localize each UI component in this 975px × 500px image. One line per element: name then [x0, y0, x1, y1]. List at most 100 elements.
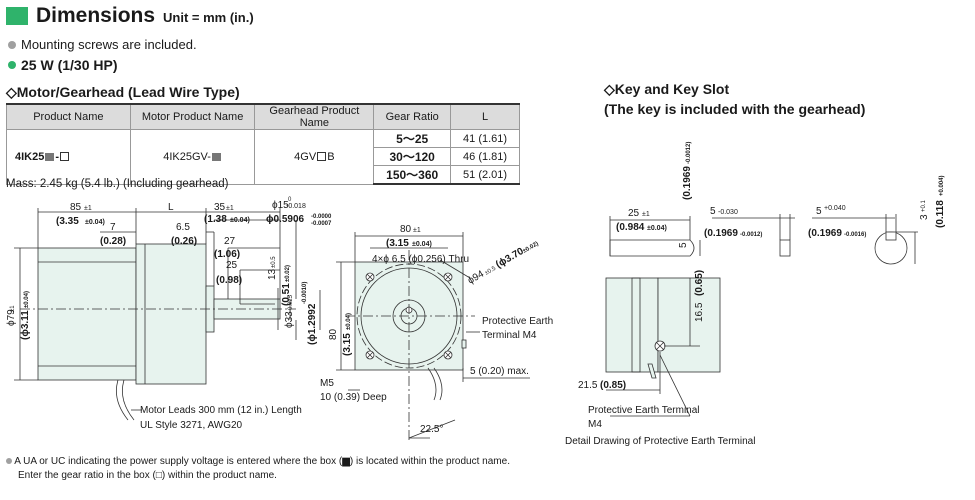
bullet-icon [8, 61, 16, 69]
table-row: 30～120 46 (1.81) [7, 147, 520, 166]
key-part [609, 239, 695, 257]
svg-text:M4: M4 [588, 419, 602, 430]
dim-85: 85 [70, 202, 82, 213]
svg-text:Terminal M4: Terminal M4 [482, 330, 537, 341]
dim-7: 7 [110, 222, 116, 233]
svg-text:-0.018: -0.018 [286, 203, 306, 210]
page-title: Dimensions [36, 4, 156, 27]
dim-phi15: ϕ15 [272, 200, 289, 211]
voltage-box-icon [211, 152, 221, 161]
svg-text:-0.0007: -0.0007 [311, 221, 332, 227]
power-label: 25 W (1/30 HP) [8, 57, 117, 73]
svg-text:0: 0 [288, 197, 292, 203]
svg-text:±0.5: ±0.5 [271, 256, 277, 268]
pe-detail-label: Protective Earth Terminal [588, 405, 700, 416]
svg-text:-0.0012): -0.0012) [686, 142, 692, 164]
svg-text:±0.04): ±0.04) [346, 313, 352, 330]
dim-slot-3: 3 [919, 214, 930, 220]
key-section [779, 239, 791, 257]
dim-138: (1.38 [204, 214, 227, 225]
length-cell: 51 (2.01) [450, 165, 520, 185]
dim-215: 21.5 [578, 380, 598, 391]
svg-text:+0.1: +0.1 [921, 199, 927, 212]
svg-text:-0.0010): -0.0010) [302, 282, 308, 304]
dim-80: 80 [400, 224, 412, 235]
svg-text:-0.0016): -0.0016) [844, 232, 866, 238]
ratio-box-icon [60, 152, 70, 162]
svg-text:-0.0000: -0.0000 [311, 214, 332, 220]
svg-text:±1: ±1 [413, 227, 421, 234]
voltage-box-icon [45, 152, 55, 161]
dim-098: (0.98) [216, 275, 242, 286]
pe-terminal-label: Protective Earth [482, 316, 553, 327]
dim-13: 13 [267, 268, 278, 280]
detail-caption: Detail Drawing of Protective Earth Termi… [565, 436, 756, 447]
gear-ratio-cell: 30～120 [373, 147, 452, 166]
svg-text:±0.02): ±0.02) [522, 241, 540, 255]
svg-text:±0.04): ±0.04) [230, 217, 250, 224]
dim-slot-0118: (0.118 [935, 200, 946, 228]
product-name-cell: 4IK25- [6, 129, 131, 185]
dim-315: (3.15 [386, 238, 409, 249]
dim-slot-5: 5 [816, 206, 822, 217]
screws-note: Mounting screws are included. [8, 37, 197, 52]
svg-text:-0.030: -0.030 [718, 209, 738, 216]
mass-label: Mass: 2.45 kg (5.4 lb.) (Including gearh… [6, 178, 229, 190]
dim-phi311: (ϕ3.11 [20, 310, 31, 340]
deep-label: 10 (0.39) Deep [320, 392, 387, 403]
svg-text:±1: ±1 [84, 205, 92, 212]
dim-106: (1.06) [214, 249, 240, 260]
ul-label: UL Style 3271, AWG20 [140, 420, 243, 431]
svg-text:±0.04): ±0.04) [412, 241, 432, 248]
svg-text:-0.0012): -0.0012) [740, 232, 762, 238]
svg-text:5: 5 [678, 242, 689, 248]
section-header: Dimensions Unit = mm (in.) [6, 4, 254, 28]
svg-text:+0.004): +0.004) [939, 175, 945, 196]
dim-65: 6.5 [176, 222, 190, 233]
table-header-row: Product Name Motor Product Name Gearhead… [6, 103, 520, 130]
dim-5max: 5 (0.20) max. [470, 366, 529, 377]
svg-text:±0.5: ±0.5 [484, 265, 498, 276]
dim-phi5906: ϕ0.5906 [266, 214, 305, 225]
dim-key-0984: (0.984 [616, 222, 645, 233]
key-section-title: ◇Key and Key Slot (The key is included w… [604, 81, 866, 117]
angle-label: 22.5° [420, 424, 443, 435]
dim-028: (0.28) [100, 236, 126, 247]
dim-085: (0.85) [600, 380, 626, 391]
dim-phi33: ϕ33 [284, 311, 295, 328]
bullet-icon [8, 40, 16, 49]
motor-body [37, 247, 137, 381]
svg-text:80: 80 [328, 328, 339, 340]
svg-text:±1: ±1 [642, 211, 650, 218]
dim-phi12992: (ϕ1.2992 [307, 303, 318, 345]
svg-text:±0.04): ±0.04) [24, 291, 30, 308]
dim-026: (0.26) [171, 236, 197, 247]
svg-text:±1: ±1 [10, 305, 16, 312]
motor-section-title: ◇Motor/Gearhead (Lead Wire Type) [6, 84, 240, 100]
motor-product-cell: 4IK25GV- [129, 129, 256, 185]
bullet-icon [6, 458, 12, 464]
dim-L: L [168, 202, 174, 213]
svg-text:±0.04): ±0.04) [647, 225, 667, 232]
svg-text:±0.02): ±0.02) [285, 265, 291, 282]
col-header: Motor Product Name [129, 103, 256, 130]
table-row: 150～360 51 (2.01) [7, 165, 520, 185]
svg-text:+0.040: +0.040 [824, 205, 846, 212]
dim-slot-1969: (0.1969 [808, 228, 842, 239]
dim-165: 16.5 [694, 302, 705, 322]
dim-key-25: 25 [628, 208, 640, 219]
gearhead-body [135, 243, 207, 385]
dim-051: (0.51 [281, 283, 292, 306]
dim-phi79: ϕ79 [6, 309, 17, 326]
col-header: Gearhead Product Name [254, 103, 375, 130]
mounting-holes-label: 4×ϕ 6.5 (ϕ0.256) Thru [372, 254, 469, 265]
svg-text:±1: ±1 [226, 205, 234, 212]
dim-key-1969v: (0.1969 [682, 166, 693, 200]
dim-065: (0.65) [694, 270, 705, 296]
dim-key-1969a: (0.1969 [704, 228, 738, 239]
col-header: Gear Ratio [373, 103, 452, 130]
dim-key-5: 5 [710, 206, 716, 217]
